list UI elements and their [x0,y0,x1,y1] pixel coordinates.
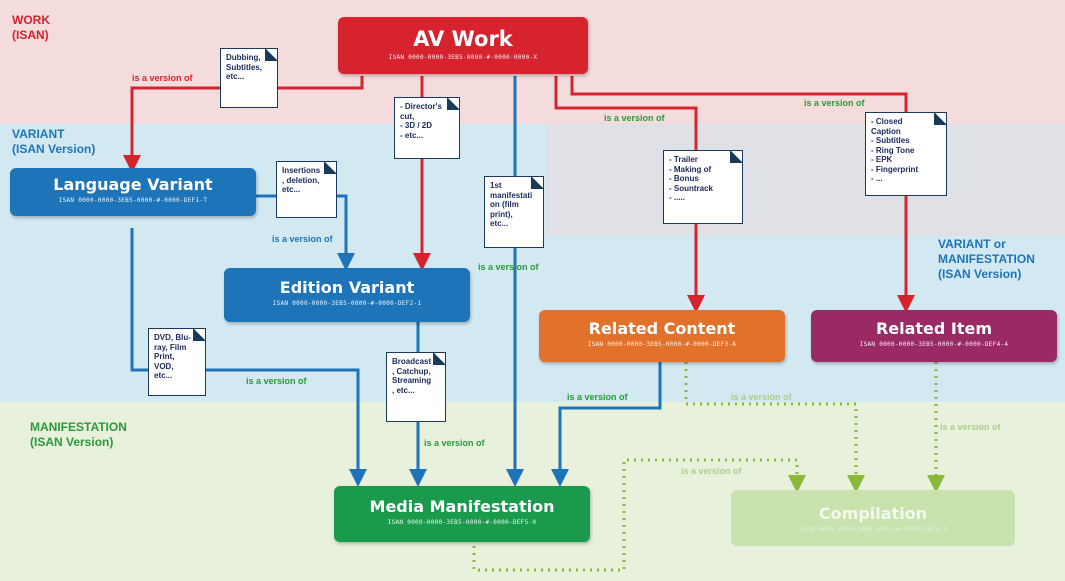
variant-or-manifestation-band-label: VARIANT or MANIFESTATION (ISAN Version) [938,237,1035,281]
relation-label-edition-media: is a version of [424,438,485,448]
related-content-code: ISAN 0000-0000-3EB5-0000-#-0000-DEF3-A [587,341,737,348]
broadcast-note: Broadcast , Catchup, Streaming , etc... [386,352,446,422]
relation-label-work-media: is a version of [478,262,539,272]
link-work-to-related-item [570,76,915,313]
av-work-title: AV Work [413,27,513,51]
edition-variant-code: ISAN 0000-0000-3EB5-0000-#-0000-DEF2-1 [272,300,422,307]
relation-label-media-compilation: is a version of [681,466,742,476]
media-manifestation-code: ISAN 0000-0000-3EB5-0000-#-0000-DEF5-0 [387,519,537,526]
language-variant-title: Language Variant [53,175,213,194]
relation-label-related-item-compilation: is a version of [940,422,1001,432]
dvd-note: DVD, Blu- ray, Film Print, VOD, etc... [148,328,206,396]
link-language-to-media [130,228,367,487]
dubbing-note: Dubbing, Subtitles, etc... [220,48,278,108]
insertions-note: Insertions , deletion, etc... [276,161,337,218]
manifestation-band-label: MANIFESTATION (ISAN Version) [30,420,127,449]
work-band-label: WORK (ISAN) [12,13,50,42]
language-variant-node: Language Variant ISAN 0000-0000-3EB5-000… [10,168,256,216]
variant-band-label: VARIANT (ISAN Version) [12,127,96,156]
language-variant-code: ISAN 0000-0000-3EB5-0000-#-0000-DEF1-T [58,197,208,204]
trailer-note: - Trailer - Making of - Bonus - Sountrac… [663,150,743,224]
compilation-title: Compilation [818,504,928,523]
link-related-content-to-compilation [684,362,865,493]
closed-caption-note: - Closed Caption - Subtitles - Ring Tone… [865,112,947,196]
related-item-node: Related Item ISAN 0000-0000-3EB5-0000-#-… [811,310,1057,362]
relation-label-work-related-item: is a version of [804,98,865,108]
relation-label-related-content-compilation: is a version of [731,392,792,402]
relation-label-work-related-content: is a version of [604,113,665,123]
relation-label-language-media: is a version of [246,376,307,386]
media-manifestation-node: Media Manifestation ISAN 0000-0000-3EB5-… [334,486,590,542]
relation-label-language-edition: is a version of [272,234,333,244]
media-manifestation-title: Media Manifestation [369,497,555,516]
compilation-code: ISAN 0000-0000-3EB6-0000-#-0000-DEF6-9 [798,526,948,533]
related-item-title: Related Item [875,319,993,338]
av-work-code: ISAN 0000-0000-3EB5-0000-#-0000-0000-X [388,54,538,61]
edition-variant-title: Edition Variant [279,278,415,297]
related-content-node: Related Content ISAN 0000-0000-3EB5-0000… [539,310,785,362]
compilation-node: Compilation ISAN 0000-0000-3EB6-0000-#-0… [731,490,1015,546]
related-item-code: ISAN 0000-0000-3EB5-0000-#-0000-DEF4-4 [859,341,1009,348]
relation-label-related-content-media: is a version of [567,392,628,402]
relation-label-work-language: is a version of [132,73,193,83]
first-manifestation-note: 1st manifestati on (film print), etc... [484,176,544,248]
edition-variant-node: Edition Variant ISAN 0000-0000-3EB5-0000… [224,268,470,322]
overlap-band [545,124,1065,236]
av-work-node: AV Work ISAN 0000-0000-3EB5-0000-#-0000-… [338,17,588,74]
related-content-title: Related Content [588,319,736,338]
link-related-content-to-media [551,358,662,487]
directors-cut-note: - Director's cut, - 3D / 2D - etc... [394,97,460,159]
